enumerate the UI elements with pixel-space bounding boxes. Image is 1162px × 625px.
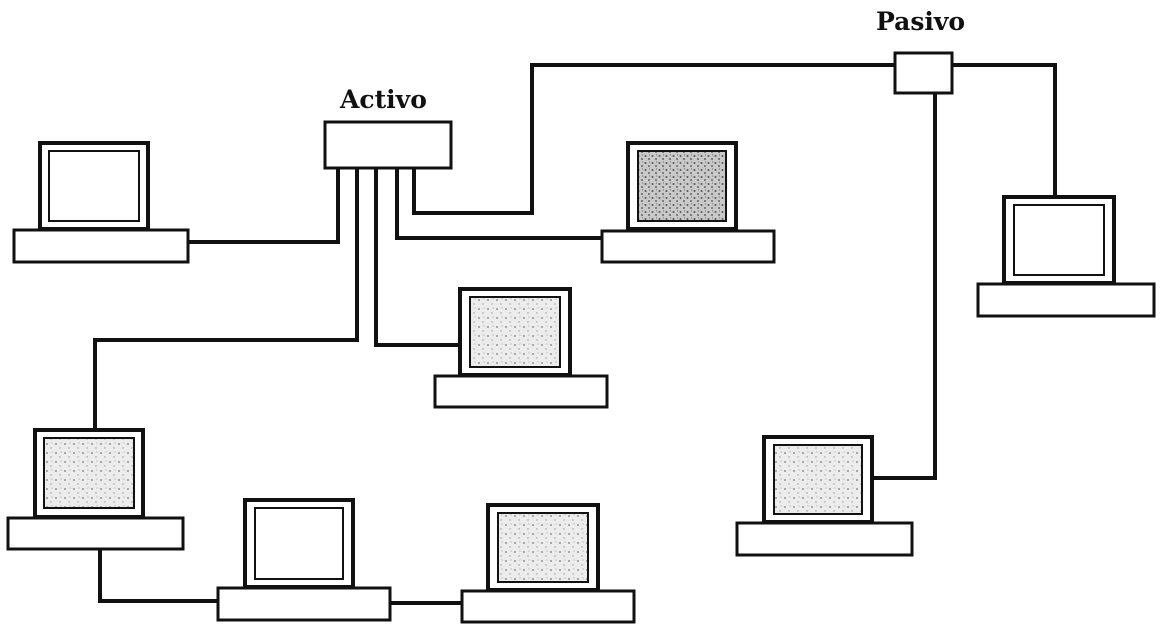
computer-left-screen <box>49 151 139 221</box>
active-hub-label: Activo <box>339 85 427 114</box>
passive-hub: Pasivo <box>876 7 965 93</box>
computer-center <box>435 289 607 407</box>
passive-hub-label: Pasivo <box>876 7 965 36</box>
computer-bottom-mid-screen <box>255 508 343 579</box>
cable-left-pc-to-active-hub <box>188 168 338 242</box>
computer-center-screen <box>470 297 560 367</box>
computer-far-right <box>978 197 1154 316</box>
computer-bottom-right-base <box>462 591 634 622</box>
active-hub: Activo <box>325 85 451 168</box>
computer-left-base <box>14 230 188 262</box>
cable-mid-top-pc-to-active-hub <box>397 168 602 238</box>
computer-bottom-right-screen <box>498 513 588 582</box>
computer-right-lower-screen <box>774 445 862 514</box>
cable-center-pc-to-active-hub <box>376 168 460 345</box>
cable-bottom-left-pc-to-bottom-mid-pc <box>100 548 218 601</box>
cable-passive-hub-to-right-lower-pc <box>872 93 935 478</box>
computer-mid-top-screen <box>638 151 726 221</box>
computer-bottom-left-base <box>8 518 183 549</box>
computer-bottom-mid <box>218 500 390 620</box>
computer-bottom-mid-base <box>218 588 390 620</box>
active-hub-box <box>325 122 451 168</box>
computer-bottom-right <box>462 505 634 622</box>
computer-far-right-base <box>978 284 1154 316</box>
computer-mid-top-base <box>602 231 774 262</box>
passive-hub-box <box>895 53 952 93</box>
computer-bottom-left-screen <box>44 438 134 508</box>
computer-mid-top <box>602 143 774 262</box>
computer-center-base <box>435 376 607 407</box>
computer-left <box>14 143 188 262</box>
cable-passive-hub-to-far-right-pc <box>952 65 1055 197</box>
computer-bottom-left <box>8 430 183 549</box>
computer-right-lower-base <box>737 523 912 555</box>
computer-far-right-screen <box>1014 205 1104 275</box>
computer-right-lower <box>737 437 912 555</box>
